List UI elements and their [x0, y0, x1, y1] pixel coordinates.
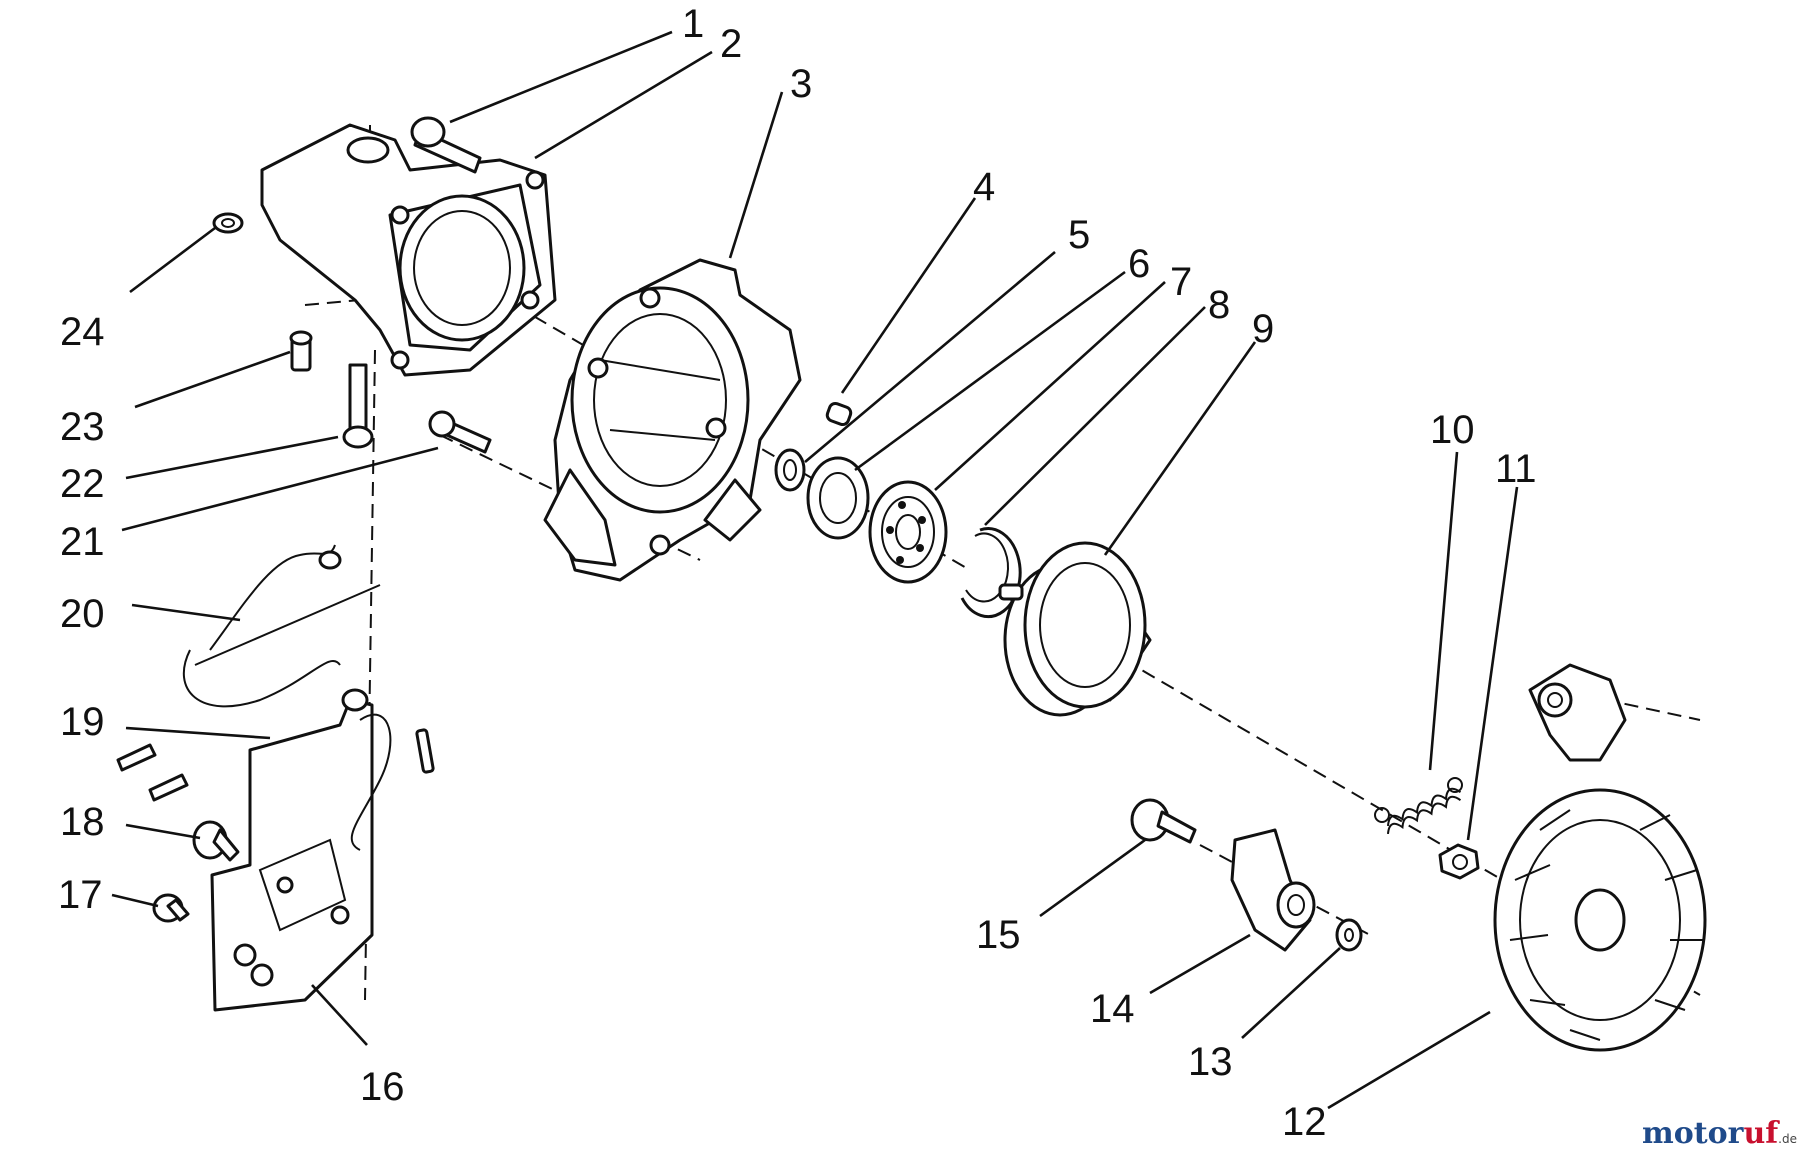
clutch-shoe-upper	[1528, 663, 1627, 762]
callout-21: 21	[60, 520, 105, 564]
callout-16: 16	[360, 1065, 405, 1109]
callout-7: 7	[1170, 260, 1192, 304]
callout-22: 22	[60, 462, 105, 506]
clutch-spring	[1374, 777, 1463, 835]
gear-housing	[260, 123, 557, 377]
callout-18: 18	[60, 800, 105, 844]
callout-11: 11	[1495, 447, 1537, 491]
callout-2: 2	[720, 22, 742, 66]
callout-14: 14	[1090, 987, 1135, 1031]
callout-19: 19	[60, 700, 105, 744]
callout-17: 17	[58, 873, 103, 917]
hex-nut	[1438, 843, 1480, 880]
callout-12: 12	[1282, 1100, 1327, 1144]
motoruf-watermark: motoruf.de	[1642, 1116, 1797, 1151]
long-bolt	[342, 363, 374, 449]
flat-washer	[806, 456, 870, 540]
callout-9: 9	[1252, 307, 1274, 351]
small-screw-17	[152, 893, 190, 923]
ignition-bracket	[210, 698, 374, 1012]
callout-5: 5	[1068, 213, 1090, 257]
watermark-motor: motor	[1642, 1116, 1745, 1151]
shoulder-bolt	[1130, 798, 1197, 844]
clutch-drum	[998, 541, 1152, 717]
small-washer	[774, 448, 806, 492]
washer-13	[1335, 918, 1363, 952]
clutch-shoe	[1230, 828, 1316, 952]
callout-20: 20	[60, 592, 105, 636]
lock-washer	[212, 212, 244, 234]
callout-15: 15	[976, 913, 1021, 957]
grommet-screw	[192, 820, 240, 862]
dowel-pin	[825, 401, 853, 427]
callout-4: 4	[973, 165, 995, 209]
watermark-suffix: .de	[1778, 1132, 1797, 1146]
callout-13: 13	[1188, 1040, 1233, 1084]
callout-labels: 1 2 3 4 5 6 7 8 9 10 11 12 13 14 15 16 1…	[58, 2, 1537, 1144]
callout-6: 6	[1128, 242, 1150, 286]
callout-24: 24	[60, 310, 105, 354]
ball-bearing	[868, 480, 948, 584]
callout-1: 1	[682, 2, 704, 46]
cap-screw-top	[410, 116, 482, 174]
callout-3: 3	[790, 62, 812, 106]
short-screw	[289, 330, 313, 372]
clutch-housing	[543, 258, 802, 582]
ignition-wiring	[116, 544, 435, 851]
screw-21	[428, 410, 492, 454]
flywheel	[1493, 788, 1707, 1052]
leader-lines	[111, 30, 1519, 1110]
callout-10: 10	[1430, 408, 1475, 452]
callout-8: 8	[1208, 283, 1230, 327]
watermark-uf: uf	[1743, 1116, 1780, 1151]
svg-text:motoruf.de: motoruf.de	[1642, 1116, 1797, 1151]
callout-23: 23	[60, 405, 105, 449]
